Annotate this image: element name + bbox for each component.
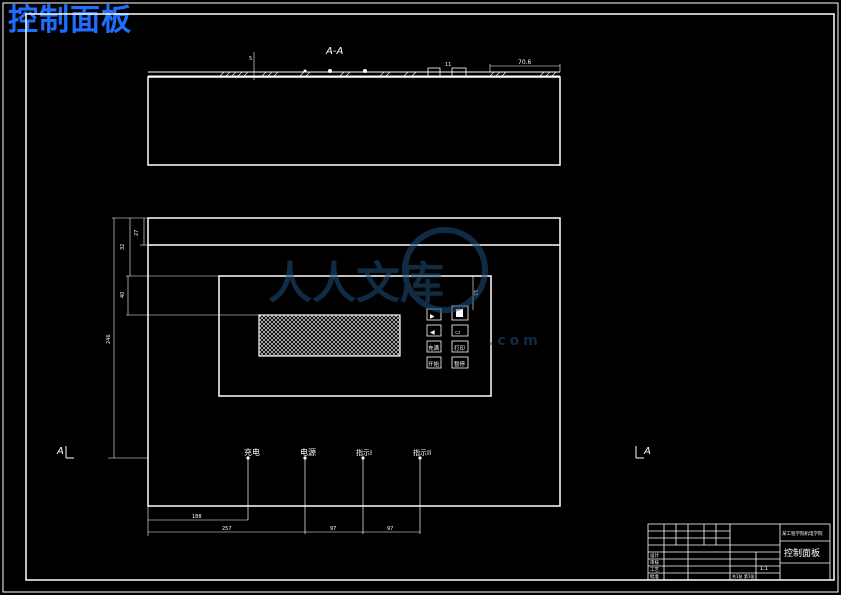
button-6-label: 打印 [454,344,466,352]
inner-panel [218,275,492,397]
title-block [647,523,831,581]
section-body [147,76,561,166]
inner-frame [25,13,835,581]
button-3[interactable] [426,324,442,337]
button-7-label: 开始 [428,360,440,368]
display-screen [258,314,401,357]
dim-bottom-c: 97 [330,526,336,532]
button-4-label: ▭ [455,329,461,336]
front-body [147,217,561,507]
title-block-row-2: 审核 [650,559,659,566]
button-5-label: 充满 [428,344,440,352]
dim-left-total: 246 [106,334,112,344]
section-bump-2 [451,67,467,77]
title-block-row-4: 批准 [650,573,659,580]
button-5[interactable] [426,340,442,353]
section-dot-1 [328,69,332,73]
section-cut-markers [65,446,644,459]
dim-bottom-a: 188 [192,514,202,520]
section-bump-1 [427,67,441,77]
left-dims [108,217,259,459]
button-8-label: 暂停 [454,360,466,368]
indicator-label-3: 指示I [356,448,372,457]
cut-mark-right: A [643,446,651,457]
cut-mark-left: A [56,446,64,457]
title-block-company: 某工程学院机电学院 [782,530,823,537]
watermark-text: 人人文库 [268,258,444,309]
button-4[interactable] [451,324,469,337]
dim-small-a: 5 [249,56,252,62]
button-7[interactable] [426,356,442,369]
button-3-label: ◀ [430,329,435,336]
title-block-row-1: 设计 [650,552,659,559]
indicator-label-1: 充电 [244,447,260,457]
button-1-label: ▶ [430,313,435,320]
button-6[interactable] [451,340,469,353]
section-hatch [219,71,557,77]
dim-left-a: 27 [134,230,140,236]
indicator-leaders [247,458,421,534]
section-label: A-A [325,46,343,57]
dim-bottom-d: 97 [387,526,393,532]
dim-top-right: 70.6 [518,59,532,66]
watermark-logo: 人人文库 .com [268,227,542,349]
indicator-label-2: 电源 [300,447,316,457]
title-block-row-3: 工艺 [650,567,659,573]
bottom-dims [147,506,420,536]
dim-bottom-b: 257 [222,526,232,532]
indicator-label-4: 指示II [413,448,431,457]
dim-left-c: 40 [120,292,126,298]
title-block-drawing-name: 控制面板 [784,547,820,559]
dim-small-b: 11 [445,62,451,68]
title-block-sheet: 共1张 第1张 [732,573,754,579]
title-block-scale: 1:1 [760,566,768,572]
button-8[interactable] [451,356,469,369]
watermark-domain: .com [488,333,542,349]
dim-left-b: 32 [120,244,126,250]
section-dot-3 [303,69,307,73]
page-title: 控制面板 [8,3,132,38]
section-dot-2 [363,69,367,73]
